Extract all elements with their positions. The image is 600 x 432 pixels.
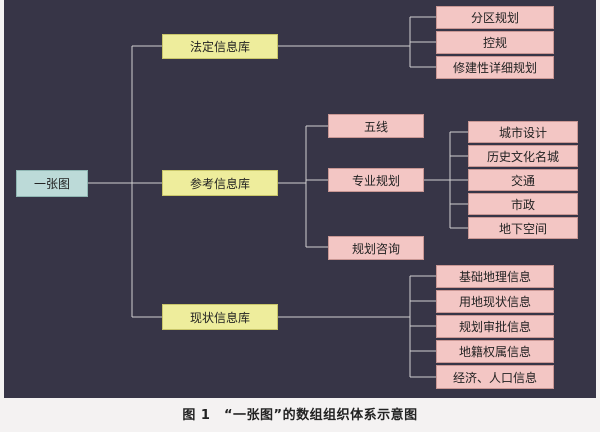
node-economy-population-info: 经济、人口信息	[436, 365, 554, 389]
node-basic-geo-info: 基础地理信息	[436, 265, 554, 288]
node-statutory-library: 法定信息库	[162, 34, 278, 59]
node-underground-space: 地下空间	[468, 217, 578, 239]
node-municipal: 市政	[468, 193, 578, 215]
node-historic-city: 历史文化名城	[468, 145, 578, 167]
node-special-planning: 专业规划	[328, 168, 424, 192]
node-reference-library: 参考信息库	[162, 170, 278, 196]
node-root: 一张图	[16, 170, 88, 197]
node-cadastral-info: 地籍权属信息	[436, 340, 554, 363]
figure-caption: 图 1 “一张图”的数组组织体系示意图	[182, 408, 418, 423]
node-regulatory-plan: 控规	[436, 31, 554, 54]
node-five-lines: 五线	[328, 114, 424, 138]
node-status-library: 现状信息库	[162, 304, 278, 330]
node-transport: 交通	[468, 169, 578, 191]
node-zoning-plan: 分区规划	[436, 6, 554, 29]
node-landuse-status-info: 用地现状信息	[436, 290, 554, 313]
node-detailed-construction-plan: 修建性详细规划	[436, 56, 554, 79]
node-planning-approval-info: 规划审批信息	[436, 315, 554, 338]
node-planning-consultation: 规划咨询	[328, 236, 424, 260]
node-urban-design: 城市设计	[468, 121, 578, 143]
